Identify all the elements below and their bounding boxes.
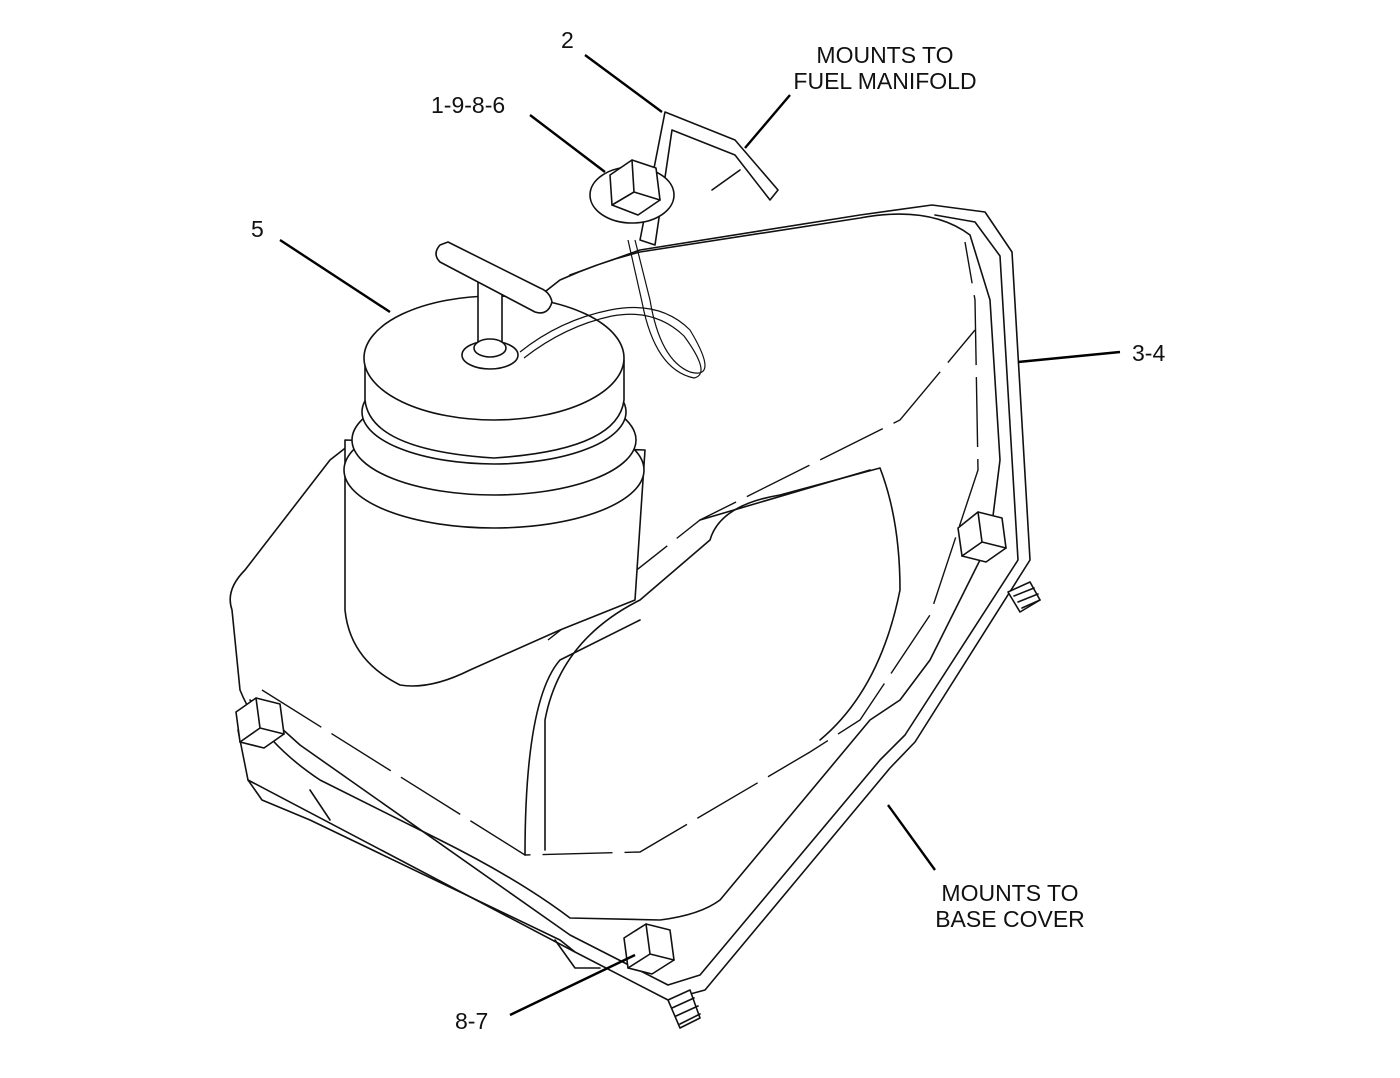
callout-1-9-8-6: 1-9-8-6 <box>431 92 506 118</box>
tether-wire-2 <box>523 239 702 379</box>
leader-2 <box>584 54 663 113</box>
stud-right <box>1007 581 1041 613</box>
note-base-cover: MOUNTS TO BASE COVER <box>925 880 1095 932</box>
bolt-bottom <box>623 923 675 975</box>
leader-1-9-8-6 <box>529 114 606 173</box>
leader-5 <box>279 238 391 314</box>
note-fuel-manifold-line1: MOUNTS TO <box>816 42 954 68</box>
housing-ridge-2 <box>524 469 871 856</box>
leader-fuel-manifold <box>744 94 791 149</box>
bracket-slot <box>711 169 741 191</box>
tether-wire <box>519 239 706 374</box>
callout-3-4: 3-4 <box>1132 340 1166 366</box>
housing-ridge <box>544 467 901 851</box>
callout-8-7: 8-7 <box>455 1008 489 1034</box>
stud-bottom <box>667 989 701 1029</box>
note-fuel-manifold: MOUNTS TO FUEL MANIFOLD <box>790 42 980 94</box>
cap-center-nut-inner <box>473 338 507 358</box>
leader-3-4 <box>1017 350 1121 364</box>
callout-2: 2 <box>561 27 574 53</box>
housing-dashed-contour <box>261 241 979 856</box>
callout-5: 5 <box>251 216 264 242</box>
note-base-cover-line1: MOUNTS TO <box>941 880 1079 906</box>
note-fuel-manifold-line2: FUEL MANIFOLD <box>793 68 977 94</box>
leader-8-7 <box>509 953 636 1017</box>
cap-t-handle-bar <box>435 241 553 314</box>
bolt-left <box>235 697 285 749</box>
top-bolt-face <box>611 159 661 206</box>
housing-side-panel <box>247 779 601 969</box>
note-base-cover-line2: BASE COVER <box>935 906 1085 932</box>
bolt-right <box>957 511 1007 563</box>
housing-flange-inner <box>249 214 1019 986</box>
leader-base-cover <box>887 804 936 871</box>
